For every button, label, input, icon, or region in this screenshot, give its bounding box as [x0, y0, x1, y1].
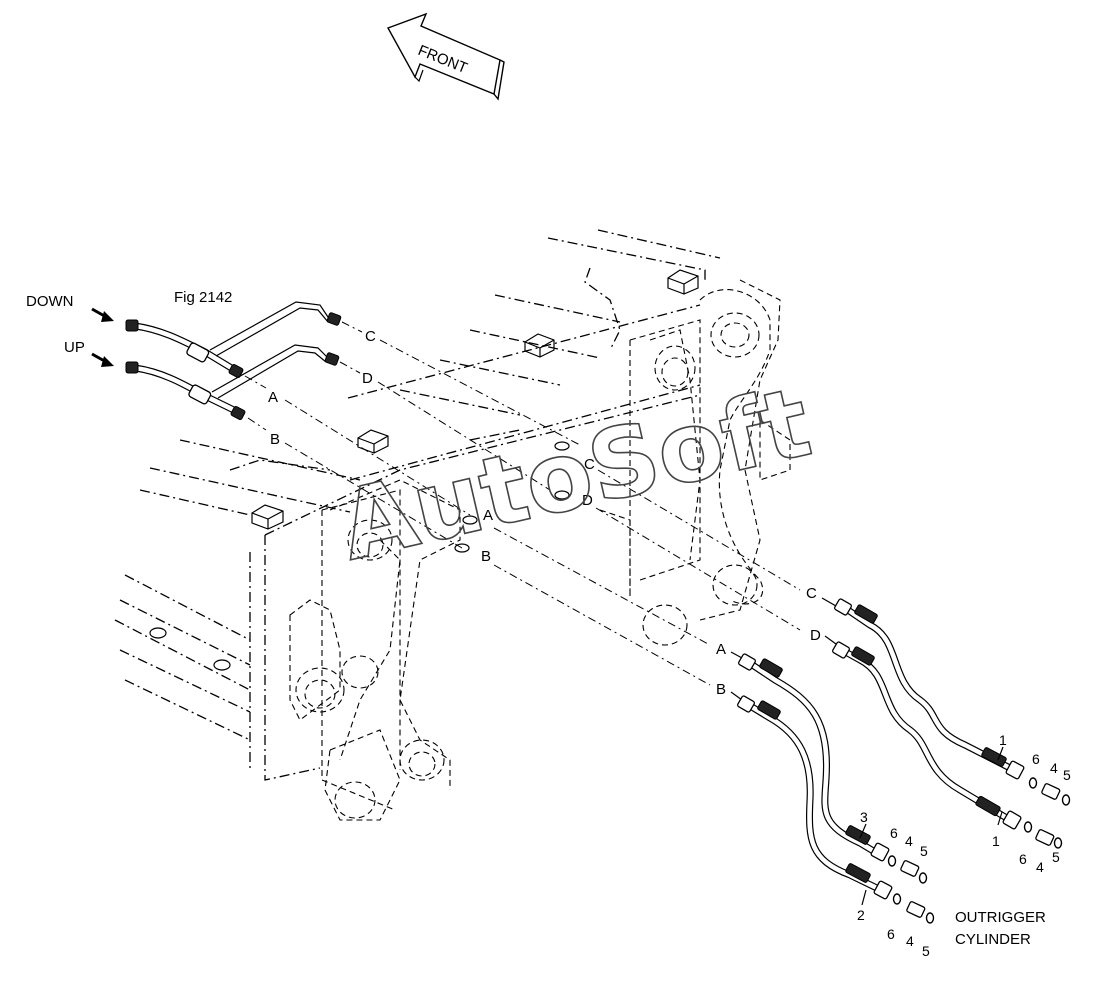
left-outrigger-bracket [289, 479, 461, 821]
right-label-b: B [716, 681, 726, 698]
left-label-b: B [270, 431, 280, 448]
right-label-a: A [716, 641, 726, 658]
part-callouts: 1 1 3 2 6 4 5 6 4 5 6 4 5 6 4 5 [857, 732, 1071, 959]
connector-parts-b [892, 893, 935, 924]
frame-port-fittings [454, 441, 570, 553]
callout-d-6: 6 [1019, 851, 1027, 867]
up-label: UP [64, 339, 85, 356]
callout-hose-c: 1 [999, 732, 1007, 748]
destination-line2: CYLINDER [955, 931, 1031, 948]
callout-c-4: 4 [1050, 760, 1058, 776]
destination-line1: OUTRIGGER [955, 909, 1046, 926]
right-outrigger-bracket [642, 279, 791, 646]
connector-parts-c [1028, 777, 1071, 806]
hose-b [737, 695, 893, 900]
left-label-d: D [362, 370, 373, 387]
chassis-frame [114, 229, 721, 811]
frame-leaders: C D A B C D A B [481, 456, 837, 701]
callout-hose-d: 1 [992, 833, 1000, 849]
hose-a [738, 653, 890, 862]
callout-a-6: 6 [890, 825, 898, 841]
right-label-c: C [806, 585, 817, 602]
connector-parts-d [1023, 821, 1063, 849]
callout-d-5: 5 [1052, 849, 1060, 865]
left-inlet-pipes [125, 301, 342, 421]
callout-c-6: 6 [1032, 751, 1040, 767]
connector-parts-a [887, 855, 928, 884]
callout-a-4: 4 [905, 833, 913, 849]
up-arrow-icon [91, 352, 114, 367]
left-label-c: C [365, 328, 376, 345]
callout-b-4: 4 [906, 933, 914, 949]
right-label-d: D [810, 627, 821, 644]
frame-label-b: B [481, 548, 491, 565]
frame-blocks [149, 269, 699, 671]
hose-d [832, 641, 1022, 830]
frame-label-d: D [582, 492, 593, 509]
left-leaders: C D A B [244, 321, 581, 549]
callout-hose-b: 2 [857, 907, 865, 923]
flow-labels: DOWN UP Fig 2142 [26, 289, 232, 367]
front-arrow: FRONT [386, 12, 505, 101]
destination-label: OUTRIGGER CYLINDER [955, 909, 1046, 948]
frame-label-c: C [584, 456, 595, 473]
hose-c [834, 598, 1025, 780]
frame-label-a: A [483, 507, 493, 524]
down-arrow-icon [91, 307, 114, 322]
callout-b-6: 6 [887, 926, 895, 942]
callout-c-5: 5 [1063, 767, 1071, 783]
callout-b-5: 5 [922, 943, 930, 959]
callout-d-4: 4 [1036, 859, 1044, 875]
callout-hose-a: 3 [860, 809, 868, 825]
left-label-a: A [268, 389, 278, 406]
down-label: DOWN [26, 293, 74, 310]
callout-a-5: 5 [920, 843, 928, 859]
figure-reference: Fig 2142 [174, 289, 232, 306]
